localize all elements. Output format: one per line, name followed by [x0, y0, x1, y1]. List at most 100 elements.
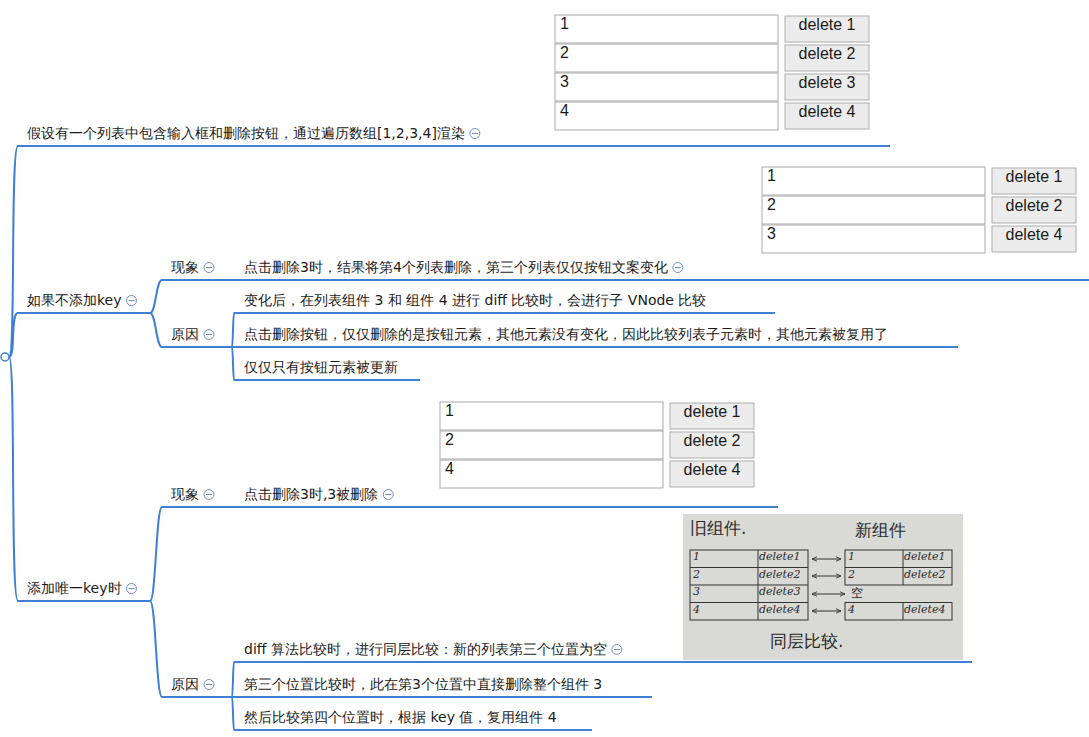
input-box	[762, 225, 985, 253]
list-cell-text: delete 1	[992, 168, 1076, 194]
list-cell-text: 2	[560, 44, 770, 72]
sketch-table	[690, 550, 808, 620]
collapse-icon	[204, 330, 214, 340]
sketch-text: 4	[848, 603, 900, 621]
sketch-text: delete2	[759, 568, 808, 586]
sketch-text: 空	[851, 585, 881, 603]
button	[670, 461, 754, 487]
sketch-text: 4	[693, 603, 755, 621]
input-box	[555, 102, 778, 130]
sketch-text: delete4	[759, 603, 808, 621]
sketch-text: delete4	[904, 603, 952, 621]
trunk-line	[9, 146, 18, 357]
list-cell-text: 1	[445, 402, 655, 430]
collapse-minus	[614, 649, 620, 650]
collapse-minus	[472, 133, 478, 134]
collapse-icon	[673, 263, 683, 273]
input-box	[440, 402, 663, 430]
topic-text: 假设有一个列表中包含输入框和删除按钮，通过遍历数组[1,2,3,4]渲染	[17, 120, 465, 145]
collapse-icon	[470, 129, 480, 139]
topic-text: 然后比较第四个位置时，根据 key 值，复用组件 4	[234, 704, 557, 729]
collapse-minus	[206, 334, 212, 335]
list-cell-text: delete 4	[670, 461, 754, 487]
list-cell-text: delete 2	[670, 432, 754, 458]
collapse-icon	[204, 263, 214, 273]
topic-node: 如果不添加key	[17, 287, 150, 314]
collapse-circle	[383, 490, 393, 500]
topic-text: 第三个位置比较时，此在第3个位置中直接删除整个组件 3	[234, 671, 602, 696]
list-cell-text: 1	[560, 15, 770, 43]
button	[992, 197, 1076, 223]
topic-node: 原因	[162, 671, 232, 698]
collapse-circle	[612, 645, 622, 655]
topic-text: diff 算法比较时，进行同层比较：新的列表第三个位置为空	[234, 636, 607, 661]
collapse-icon	[127, 584, 137, 594]
root-dot	[1, 353, 9, 361]
sketch-text: delete2	[904, 568, 952, 586]
sketch-photo	[683, 514, 963, 660]
branch-connector	[150, 313, 162, 347]
button	[670, 403, 754, 429]
button	[785, 103, 869, 129]
sketch-text: 旧组件.	[690, 517, 800, 543]
list-cell-text: 1	[767, 167, 977, 195]
topic-node: 现象	[162, 254, 232, 281]
collapse-circle	[127, 296, 137, 306]
sketch-arrow	[812, 576, 841, 577]
topic-node: 点击删除按钮，仅仅删除的是按钮元素，其他元素没有变化，因此比较列表子元素时，其他…	[234, 321, 958, 348]
sketch-table	[845, 603, 952, 621]
collapse-circle	[470, 129, 480, 139]
list-cell-text: delete 2	[992, 197, 1076, 223]
sketch-arrow	[812, 559, 841, 560]
topic-node: 变化后，在列表组件 3 和 组件 4 进行 diff 比较时，会进行子 VNod…	[234, 287, 775, 314]
branch-connector	[150, 507, 162, 601]
topic-text: 现象	[162, 481, 199, 506]
trunk-line	[9, 357, 18, 601]
input-box	[440, 460, 663, 488]
list-picture	[762, 167, 1076, 253]
topic-node: 然后比较第四个位置时，根据 key 值，复用组件 4	[234, 704, 592, 731]
collapse-circle	[204, 330, 214, 340]
sketch-text: delete3	[759, 585, 808, 603]
topic-node: 仅仅只有按钮元素被更新	[234, 354, 420, 381]
sketch-arrow	[812, 611, 841, 612]
collapse-minus	[206, 494, 212, 495]
button	[992, 168, 1076, 194]
topic-node: diff 算法比较时，进行同层比较：新的列表第三个位置为空	[234, 636, 972, 663]
collapse-icon	[204, 490, 214, 500]
topic-text: 原因	[162, 671, 199, 696]
sketch-text: 2	[848, 568, 900, 586]
collapse-circle	[204, 263, 214, 273]
input-box	[555, 15, 778, 43]
topic-node: 假设有一个列表中包含输入框和删除按钮，通过遍历数组[1,2,3,4]渲染	[17, 120, 890, 147]
sketch-line	[758, 550, 759, 620]
input-box	[440, 431, 663, 459]
collapse-circle	[204, 680, 214, 690]
topic-text: 现象	[162, 254, 199, 279]
input-box	[555, 73, 778, 101]
topic-text: 点击删除3时，结果将第4个列表删除，第三个列表仅仅按钮文案变化	[234, 254, 668, 279]
sketch-line	[903, 603, 904, 621]
topic-node: 原因	[162, 321, 232, 348]
button	[992, 226, 1076, 252]
sketch-text: delete1	[759, 550, 808, 568]
topic-node: 第三个位置比较时，此在第3个位置中直接删除整个组件 3	[234, 671, 652, 698]
list-cell-text: 2	[445, 431, 655, 459]
topic-node: 添加唯一key时	[17, 575, 150, 602]
topic-node: 点击删除3时，结果将第4个列表删除，第三个列表仅仅按钮文案变化	[234, 254, 1089, 281]
sketch-text: delete1	[904, 550, 952, 568]
sketch-text: 3	[693, 585, 755, 603]
button	[785, 16, 869, 42]
sketch-table	[845, 550, 952, 585]
collapse-minus	[129, 588, 135, 589]
collapse-circle	[204, 490, 214, 500]
button	[785, 74, 869, 100]
topic-text: 如果不添加key	[17, 287, 122, 312]
collapse-minus	[206, 684, 212, 685]
button	[670, 432, 754, 458]
collapse-circle	[127, 584, 137, 594]
input-box	[762, 167, 985, 195]
list-cell-text: delete 2	[785, 45, 869, 71]
list-picture	[440, 402, 754, 488]
